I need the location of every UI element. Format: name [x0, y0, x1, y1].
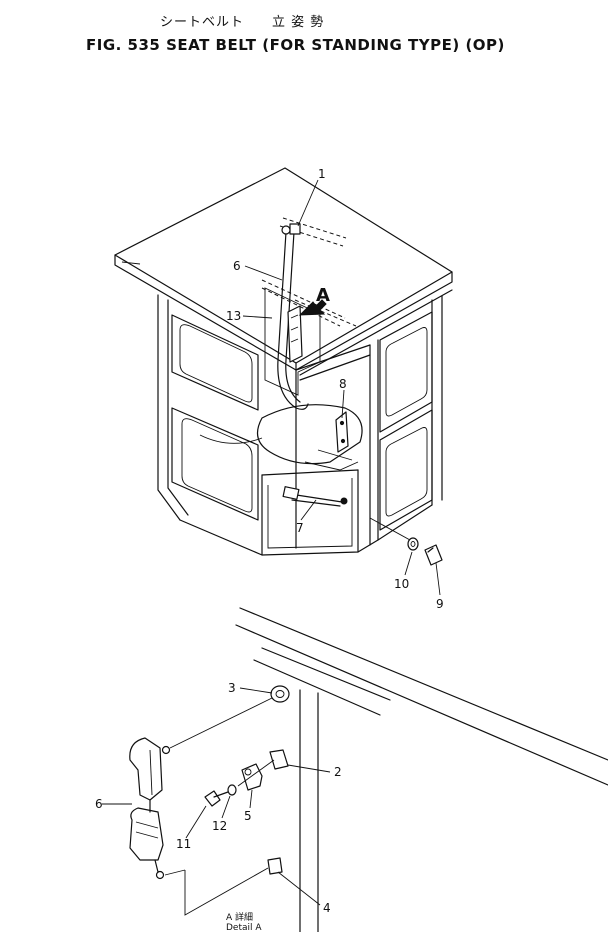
figure-title: FIG. 535 SEAT BELT (FOR STANDING TYPE) (…	[86, 36, 505, 54]
callout-4: 4	[323, 901, 331, 915]
bolt-9	[424, 544, 443, 566]
detail-label-en: Detail A	[226, 923, 262, 932]
callout-10: 10	[394, 577, 409, 591]
callout-3: 3	[228, 681, 236, 695]
callout-12: 12	[212, 819, 227, 833]
callout-7: 7	[296, 521, 304, 535]
leaders-detail	[102, 687, 331, 906]
callout-8: 8	[339, 377, 347, 391]
japanese-title: シートベルト 立 姿 勢	[160, 14, 324, 30]
cab-assembly	[114, 167, 453, 556]
detail-a-arrow	[298, 299, 327, 316]
callout-2: 2	[334, 765, 342, 779]
callout-1: 1	[318, 167, 326, 181]
washer-10	[407, 537, 419, 551]
callout-5: 5	[244, 809, 252, 823]
callout-13: 13	[226, 309, 241, 323]
callout-a: A	[316, 285, 330, 306]
leaders-top	[242, 179, 441, 596]
callout-6-top: 6	[233, 259, 241, 273]
callout-9: 9	[436, 597, 444, 611]
callout-11: 11	[176, 837, 191, 851]
callout-6-detail: 6	[95, 797, 103, 811]
detail-a-view	[129, 607, 608, 932]
detail-label-jp: A 詳細	[226, 911, 253, 923]
